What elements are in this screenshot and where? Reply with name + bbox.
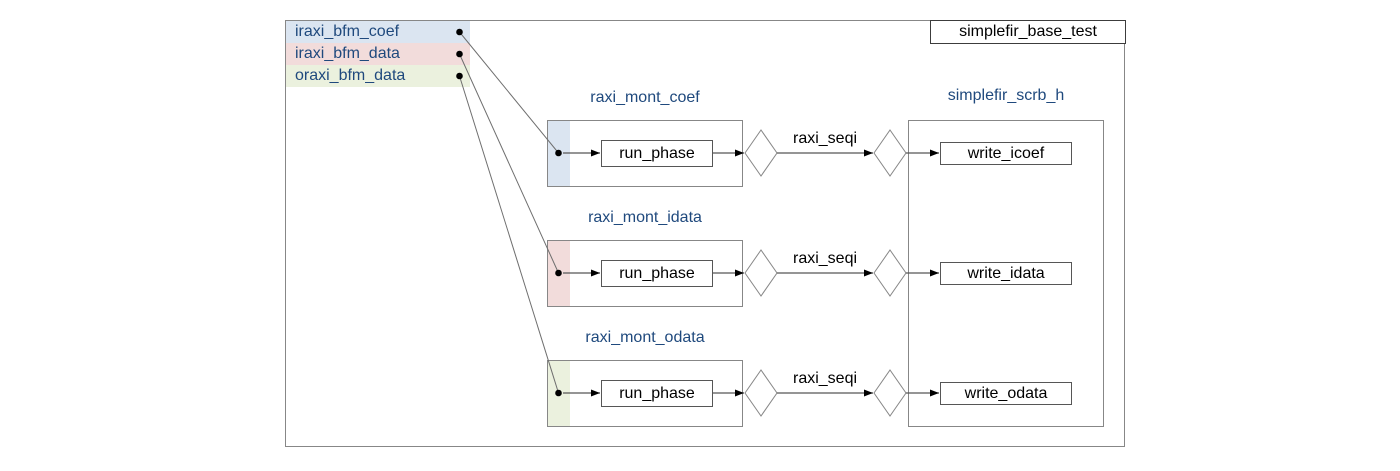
bfm-row-iraxi-bfm-data: iraxi_bfm_data bbox=[286, 43, 470, 65]
monitor-title-idata: raxi_mont_idata bbox=[588, 209, 702, 226]
flow-row-idata bbox=[555, 249, 939, 297]
base-test-name-box: simplefir_base_test bbox=[930, 20, 1126, 44]
connector-coef-line bbox=[459, 31, 559, 154]
write-icoef-box: write_icoef bbox=[940, 142, 1072, 165]
bfm-label-iraxi-bfm-coef: iraxi_bfm_coef bbox=[295, 23, 400, 40]
run-phase-label: run_phase bbox=[619, 264, 695, 282]
scoreboard-title: simplefir_scrb_h bbox=[947, 87, 1065, 104]
run-phase-box-odata: run_phase bbox=[601, 380, 713, 407]
bfm-bullet-odata bbox=[456, 72, 463, 80]
base-test-container bbox=[285, 20, 1125, 447]
write-idata-label: write_idata bbox=[967, 264, 1045, 282]
connector-odata-line bbox=[459, 75, 559, 394]
monitor-port-dot bbox=[555, 149, 562, 157]
seq-item-label-coef: raxi_seqi bbox=[792, 130, 858, 147]
seq-item-label-odata: raxi_seqi bbox=[792, 370, 858, 387]
bfm-row-oraxi-bfm-data: oraxi_bfm_data bbox=[286, 65, 470, 87]
write-icoef-label: write_icoef bbox=[967, 144, 1045, 162]
run-phase-label: run_phase bbox=[619, 144, 695, 162]
seq-item-label-idata: raxi_seqi bbox=[792, 250, 858, 267]
bfm-bullet-idata bbox=[456, 50, 463, 58]
bfm-label-oraxi-bfm-data: oraxi_bfm_data bbox=[295, 67, 406, 84]
bfm-row-iraxi-bfm-coef: iraxi_bfm_coef bbox=[286, 21, 470, 43]
write-odata-box: write_odata bbox=[940, 382, 1072, 405]
run-phase-box-coef: run_phase bbox=[601, 140, 713, 167]
monitor-port-dot bbox=[555, 269, 562, 277]
base-test-label: simplefir_base_test bbox=[959, 23, 1097, 40]
run-phase-label: run_phase bbox=[619, 384, 695, 402]
bfm-label-iraxi-bfm-data: iraxi_bfm_data bbox=[295, 45, 400, 62]
flow-row-coef bbox=[555, 129, 939, 177]
flow-row-odata bbox=[555, 369, 939, 417]
bfm-bullet-coef bbox=[456, 28, 463, 36]
connector-idata-line bbox=[459, 53, 559, 274]
write-idata-box: write_idata bbox=[940, 262, 1072, 285]
write-odata-label: write_odata bbox=[964, 384, 1048, 402]
monitor-port-dot bbox=[555, 389, 562, 397]
monitor-title-coef: raxi_mont_coef bbox=[590, 89, 700, 106]
monitor-title-odata: raxi_mont_odata bbox=[585, 329, 705, 346]
run-phase-box-idata: run_phase bbox=[601, 260, 713, 287]
